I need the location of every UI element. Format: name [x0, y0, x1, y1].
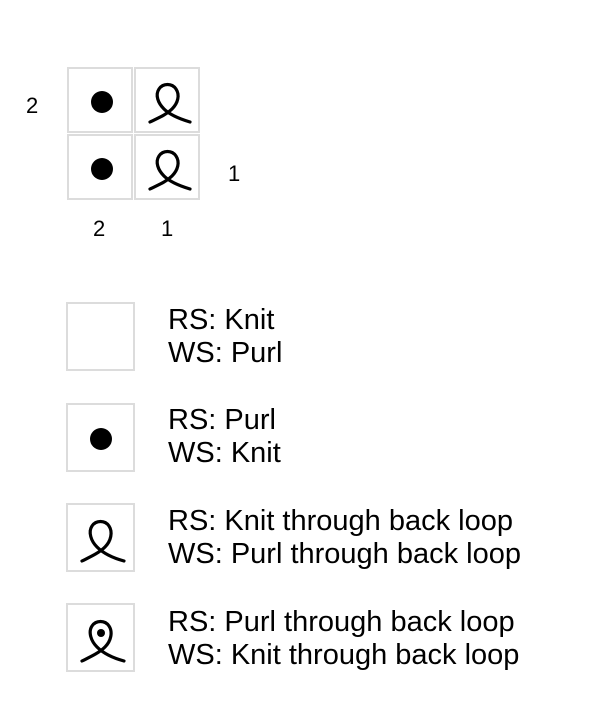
legend-symbol-loop-dot: [66, 603, 135, 672]
twisted-loop-icon: [148, 149, 192, 191]
column-label-1: 1: [161, 216, 174, 241]
legend-entry-purl: RS: Purl WS: Knit: [168, 404, 281, 470]
legend-rs-text: RS: Purl through back loop: [168, 606, 515, 638]
legend-symbol-blank: [66, 302, 135, 371]
legend-ws-text: WS: Purl: [168, 337, 283, 369]
row-label-1: 1: [228, 161, 241, 186]
legend-rs-text: RS: Knit through back loop: [168, 505, 513, 537]
legend-ws-text: WS: Knit: [168, 437, 281, 469]
twisted-loop-icon: [80, 519, 126, 563]
legend-ws-text: WS: Knit through back loop: [168, 639, 520, 671]
legend-rs-text: RS: Purl: [168, 404, 276, 436]
twisted-loop-dot-icon: [80, 619, 126, 663]
legend-symbol-loop: [66, 503, 135, 572]
chart-cell-purl: [67, 67, 133, 133]
twisted-loop-icon: [148, 82, 192, 124]
legend-entry-knit: RS: Knit WS: Purl: [168, 304, 282, 370]
row-label-2: 2: [26, 93, 39, 118]
legend-rs-text: RS: Knit: [168, 304, 275, 336]
dot-icon: [91, 158, 113, 180]
dot-icon: [91, 91, 113, 113]
legend-entry-purl-tbl: RS: Purl through back loop WS: Knit thro…: [168, 606, 519, 672]
legend-ws-text: WS: Purl through back loop: [168, 538, 522, 570]
column-label-2: 2: [93, 216, 106, 241]
dot-icon: [90, 428, 112, 450]
chart-cell-knit-tbl: [134, 67, 200, 133]
chart-cell-knit-tbl: [134, 134, 200, 200]
legend-entry-knit-tbl: RS: Knit through back loop WS: Purl thro…: [168, 505, 521, 571]
chart-cell-purl: [67, 134, 133, 200]
legend-symbol-dot: [66, 403, 135, 472]
